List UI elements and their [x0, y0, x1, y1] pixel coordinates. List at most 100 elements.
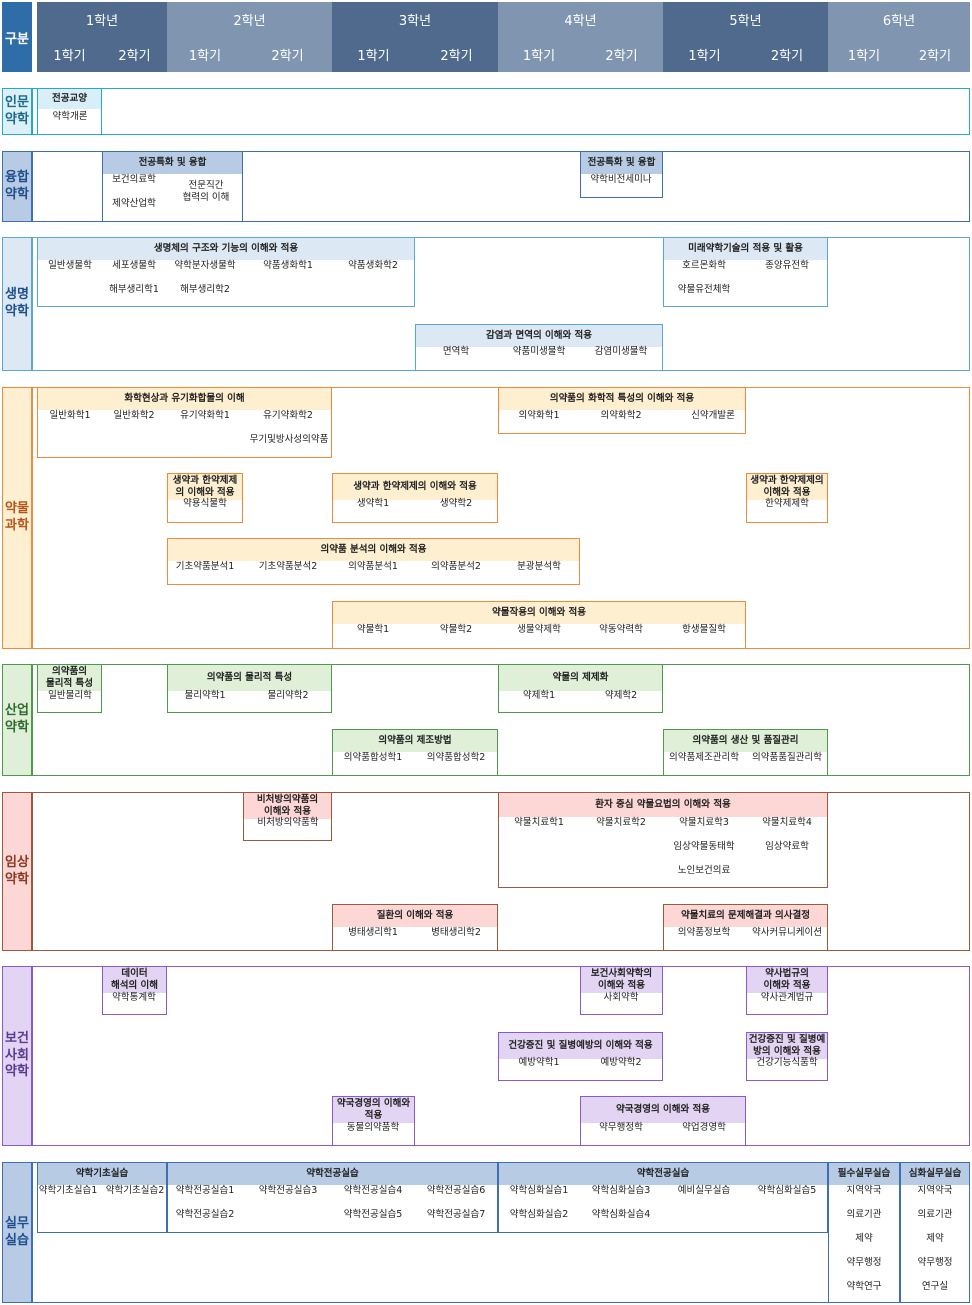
- course-item: 한약제제학: [765, 498, 809, 509]
- semester-header-3-2: 2학기: [415, 36, 498, 72]
- course-group-title: 데이터 해석의 이해: [103, 967, 166, 993]
- course-group-title: 보건사회약학의 이해와 적용: [581, 967, 662, 993]
- course-group-box: 생약과 한약제제의 이해와 적용: [332, 473, 498, 523]
- course-item: 지역약국: [917, 1185, 953, 1196]
- course-item: 해부생리학1: [109, 284, 159, 295]
- course-item: 약학분자생물학: [174, 260, 236, 271]
- course-group-box: 필수실무실습: [828, 1162, 900, 1303]
- semester-header-5-2: 2학기: [746, 36, 828, 72]
- course-item: 보건의료학: [112, 174, 156, 185]
- year-header-3: 3학년: [332, 2, 498, 36]
- course-item: 약사관계법규: [760, 992, 814, 1003]
- row-label-4: 산업 약학: [2, 664, 32, 776]
- course-item: 호르몬화학: [682, 260, 726, 271]
- semester-header-2-2: 2학기: [243, 36, 332, 72]
- course-group-box: 감염과 면역의 이해와 적용: [415, 324, 663, 371]
- course-item: 지역약국: [846, 1185, 882, 1196]
- row-label-1: 융합 약학: [2, 151, 32, 222]
- course-group-box: 의약품의 제조방법: [332, 729, 498, 776]
- row-label-3: 약물 과학: [2, 387, 32, 649]
- course-group-title: 질환의 이해와 적용: [333, 905, 497, 927]
- course-item: 약동약력학: [599, 624, 643, 635]
- course-item: 유기약화학2: [263, 410, 313, 421]
- course-item: 노인보건의료: [677, 865, 731, 876]
- semester-header-1-2: 2학기: [102, 36, 167, 72]
- course-group-title: 전공교양: [38, 89, 101, 109]
- course-group-box: 보건사회약학의 이해와 적용: [580, 966, 663, 1015]
- course-item: 일반화학2: [113, 410, 155, 421]
- course-group-box: 전공특화 및 융합: [580, 151, 663, 198]
- course-item: 약학기초실습2: [105, 1185, 165, 1196]
- course-item: 물리약학1: [184, 690, 226, 701]
- course-item: 의약화학1: [518, 410, 560, 421]
- course-item: 생약학1: [356, 498, 390, 509]
- course-group-box: 약사법규의 이해와 적용: [746, 966, 828, 1015]
- course-item: 약학전공실습3: [258, 1185, 318, 1196]
- course-item: 항생물질학: [682, 624, 726, 635]
- course-item: 약학전공실습5: [343, 1209, 403, 1220]
- course-item: 약물유전체학: [677, 284, 731, 295]
- course-group-box: 의약품의 생산 및 품질관리: [663, 729, 828, 776]
- course-group-title: 의약품의 생산 및 품질관리: [664, 730, 827, 752]
- course-item: 병태생리학1: [348, 927, 398, 938]
- course-group-box: 약학전공실습: [167, 1162, 498, 1233]
- course-item: 임상약료학: [765, 841, 809, 852]
- course-group-title: 약물의 제제화: [499, 665, 662, 691]
- row-section-0: [32, 88, 970, 135]
- course-item: 약물치료학1: [514, 817, 564, 828]
- course-item: 약학개론: [52, 111, 88, 122]
- course-item: 예비실무실습: [677, 1185, 731, 1196]
- course-group-box: 약물치료의 문제해결과 의사결정: [663, 904, 828, 951]
- row-label-7: 실무 실습: [2, 1162, 32, 1303]
- course-group-title: 약학전공실습: [499, 1163, 827, 1185]
- course-item: 의약품품질관리학: [752, 752, 822, 763]
- course-group-box: 약국경영의 이해와 적용: [332, 1096, 415, 1146]
- course-item: 의료기관: [846, 1209, 882, 1220]
- course-group-title: 비처방의약품의 이해와 적용: [244, 793, 331, 819]
- course-group-box: 의약품 분석의 이해와 적용: [167, 538, 580, 585]
- course-item: 기초약품분석1: [175, 561, 235, 572]
- course-item: 의약품제조관리학: [669, 752, 739, 763]
- course-group-box: 생약과 한약제제 의 이해와 적용: [167, 473, 243, 523]
- course-item: 해부생리학2: [180, 284, 230, 295]
- row-label-2: 생명 약학: [2, 237, 32, 371]
- course-item: 임상약물동태학: [673, 841, 735, 852]
- semester-header-4-1: 1학기: [498, 36, 580, 72]
- course-item: 약물학1: [356, 624, 390, 635]
- course-item: 일반생물학: [48, 260, 92, 271]
- course-group-title: 약국경영의 이해와 적용: [581, 1097, 745, 1123]
- course-group-title: 약국경영의 이해와 적용: [333, 1097, 414, 1123]
- course-group-title: 생명체의 구조와 기능의 이해와 적용: [38, 238, 414, 260]
- course-group-title: 전공특화 및 융합: [103, 152, 242, 174]
- course-item: 의료기관: [917, 1209, 953, 1220]
- course-item: 의약품분석2: [431, 561, 481, 572]
- course-item: 동물의약품학: [346, 1122, 400, 1133]
- row-label-5: 임상 약학: [2, 792, 32, 951]
- course-group-title: 심화실무실습: [901, 1163, 969, 1185]
- course-item: 약사커뮤니케이션: [752, 927, 822, 938]
- course-item: 약물치료학4: [762, 817, 812, 828]
- course-item: 약학전공실습6: [426, 1185, 486, 1196]
- course-item: 약학전공실습4: [343, 1185, 403, 1196]
- course-item: 세포생물학: [112, 260, 156, 271]
- course-group-box: 질환의 이해와 적용: [332, 904, 498, 951]
- course-group-box: 비처방의약품의 이해와 적용: [243, 792, 332, 841]
- course-item: 약학전공실습1: [175, 1185, 235, 1196]
- year-header-2: 2학년: [167, 2, 332, 36]
- course-item: 약물학2: [439, 624, 473, 635]
- course-item: 물리약학2: [267, 690, 309, 701]
- course-item: 기초약품분석2: [258, 561, 318, 572]
- semester-header-6-1: 1학기: [828, 36, 900, 72]
- course-group-title: 약물치료의 문제해결과 의사결정: [664, 905, 827, 927]
- course-item: 의약품정보학: [677, 927, 731, 938]
- course-item: 면역학: [442, 346, 470, 357]
- row-section-1: [32, 151, 970, 222]
- course-group-title: 약학기초실습: [38, 1163, 166, 1185]
- course-group-box: 미래약학기술의 적용 및 활용: [663, 237, 828, 307]
- course-group-title: 미래약학기술의 적용 및 활용: [664, 238, 827, 260]
- course-item: 유기약화학1: [180, 410, 230, 421]
- row-label-0: 인문 약학: [2, 88, 32, 135]
- course-group-title: 필수실무실습: [829, 1163, 899, 1185]
- course-group-box: 의약품의 물리적 특성: [167, 664, 332, 713]
- row-section-6: [32, 966, 970, 1146]
